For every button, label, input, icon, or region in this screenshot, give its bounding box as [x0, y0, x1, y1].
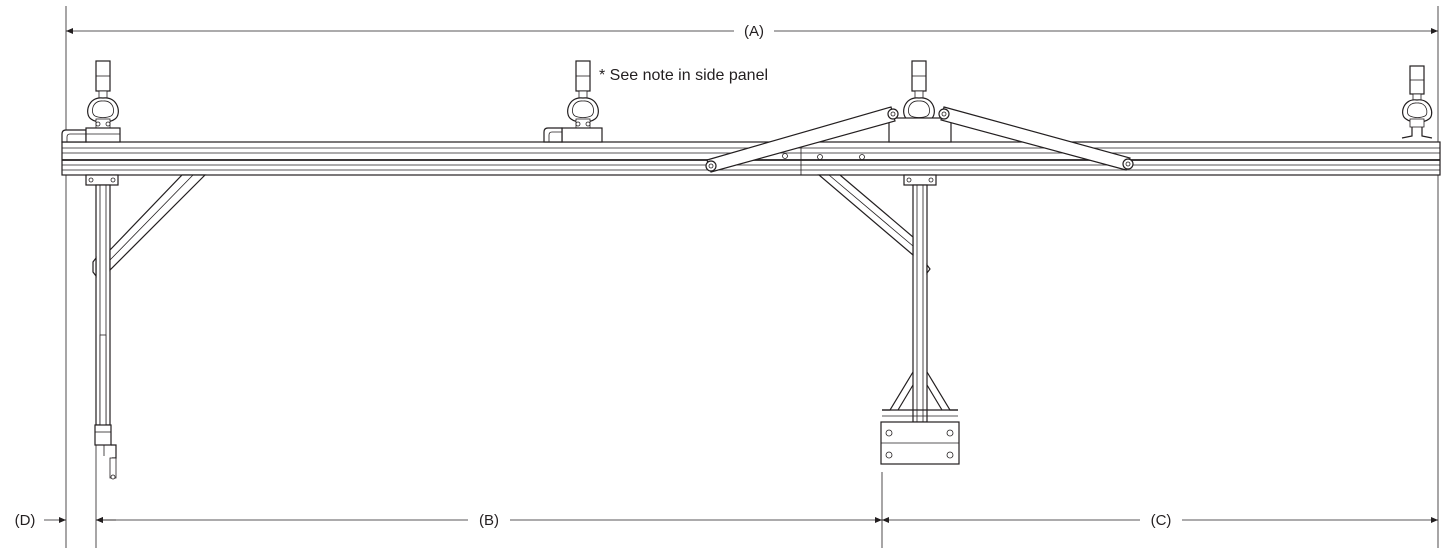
dimension-a: (A)	[66, 23, 1438, 40]
trolley-2	[543, 60, 603, 143]
end-bracket-left	[61, 129, 87, 143]
trolley-4	[1401, 65, 1433, 139]
trolley-1	[85, 60, 121, 143]
trolley-3	[888, 60, 952, 143]
dimension-d: (D)	[15, 512, 116, 529]
bracing-arms	[705, 106, 1134, 173]
side-panel-note: * See note in side panel	[599, 67, 768, 84]
dimension-c: (C)	[882, 512, 1438, 529]
dimension-b-label: (B)	[479, 512, 499, 529]
left-hanger	[85, 174, 207, 480]
dimension-b: (B)	[96, 512, 882, 529]
dimension-c-label: (C)	[1151, 512, 1172, 529]
dimension-d-label: (D)	[15, 512, 36, 529]
center-hanger	[817, 174, 960, 465]
dimension-a-label: (A)	[744, 23, 764, 40]
extension-lines	[65, 6, 1439, 548]
